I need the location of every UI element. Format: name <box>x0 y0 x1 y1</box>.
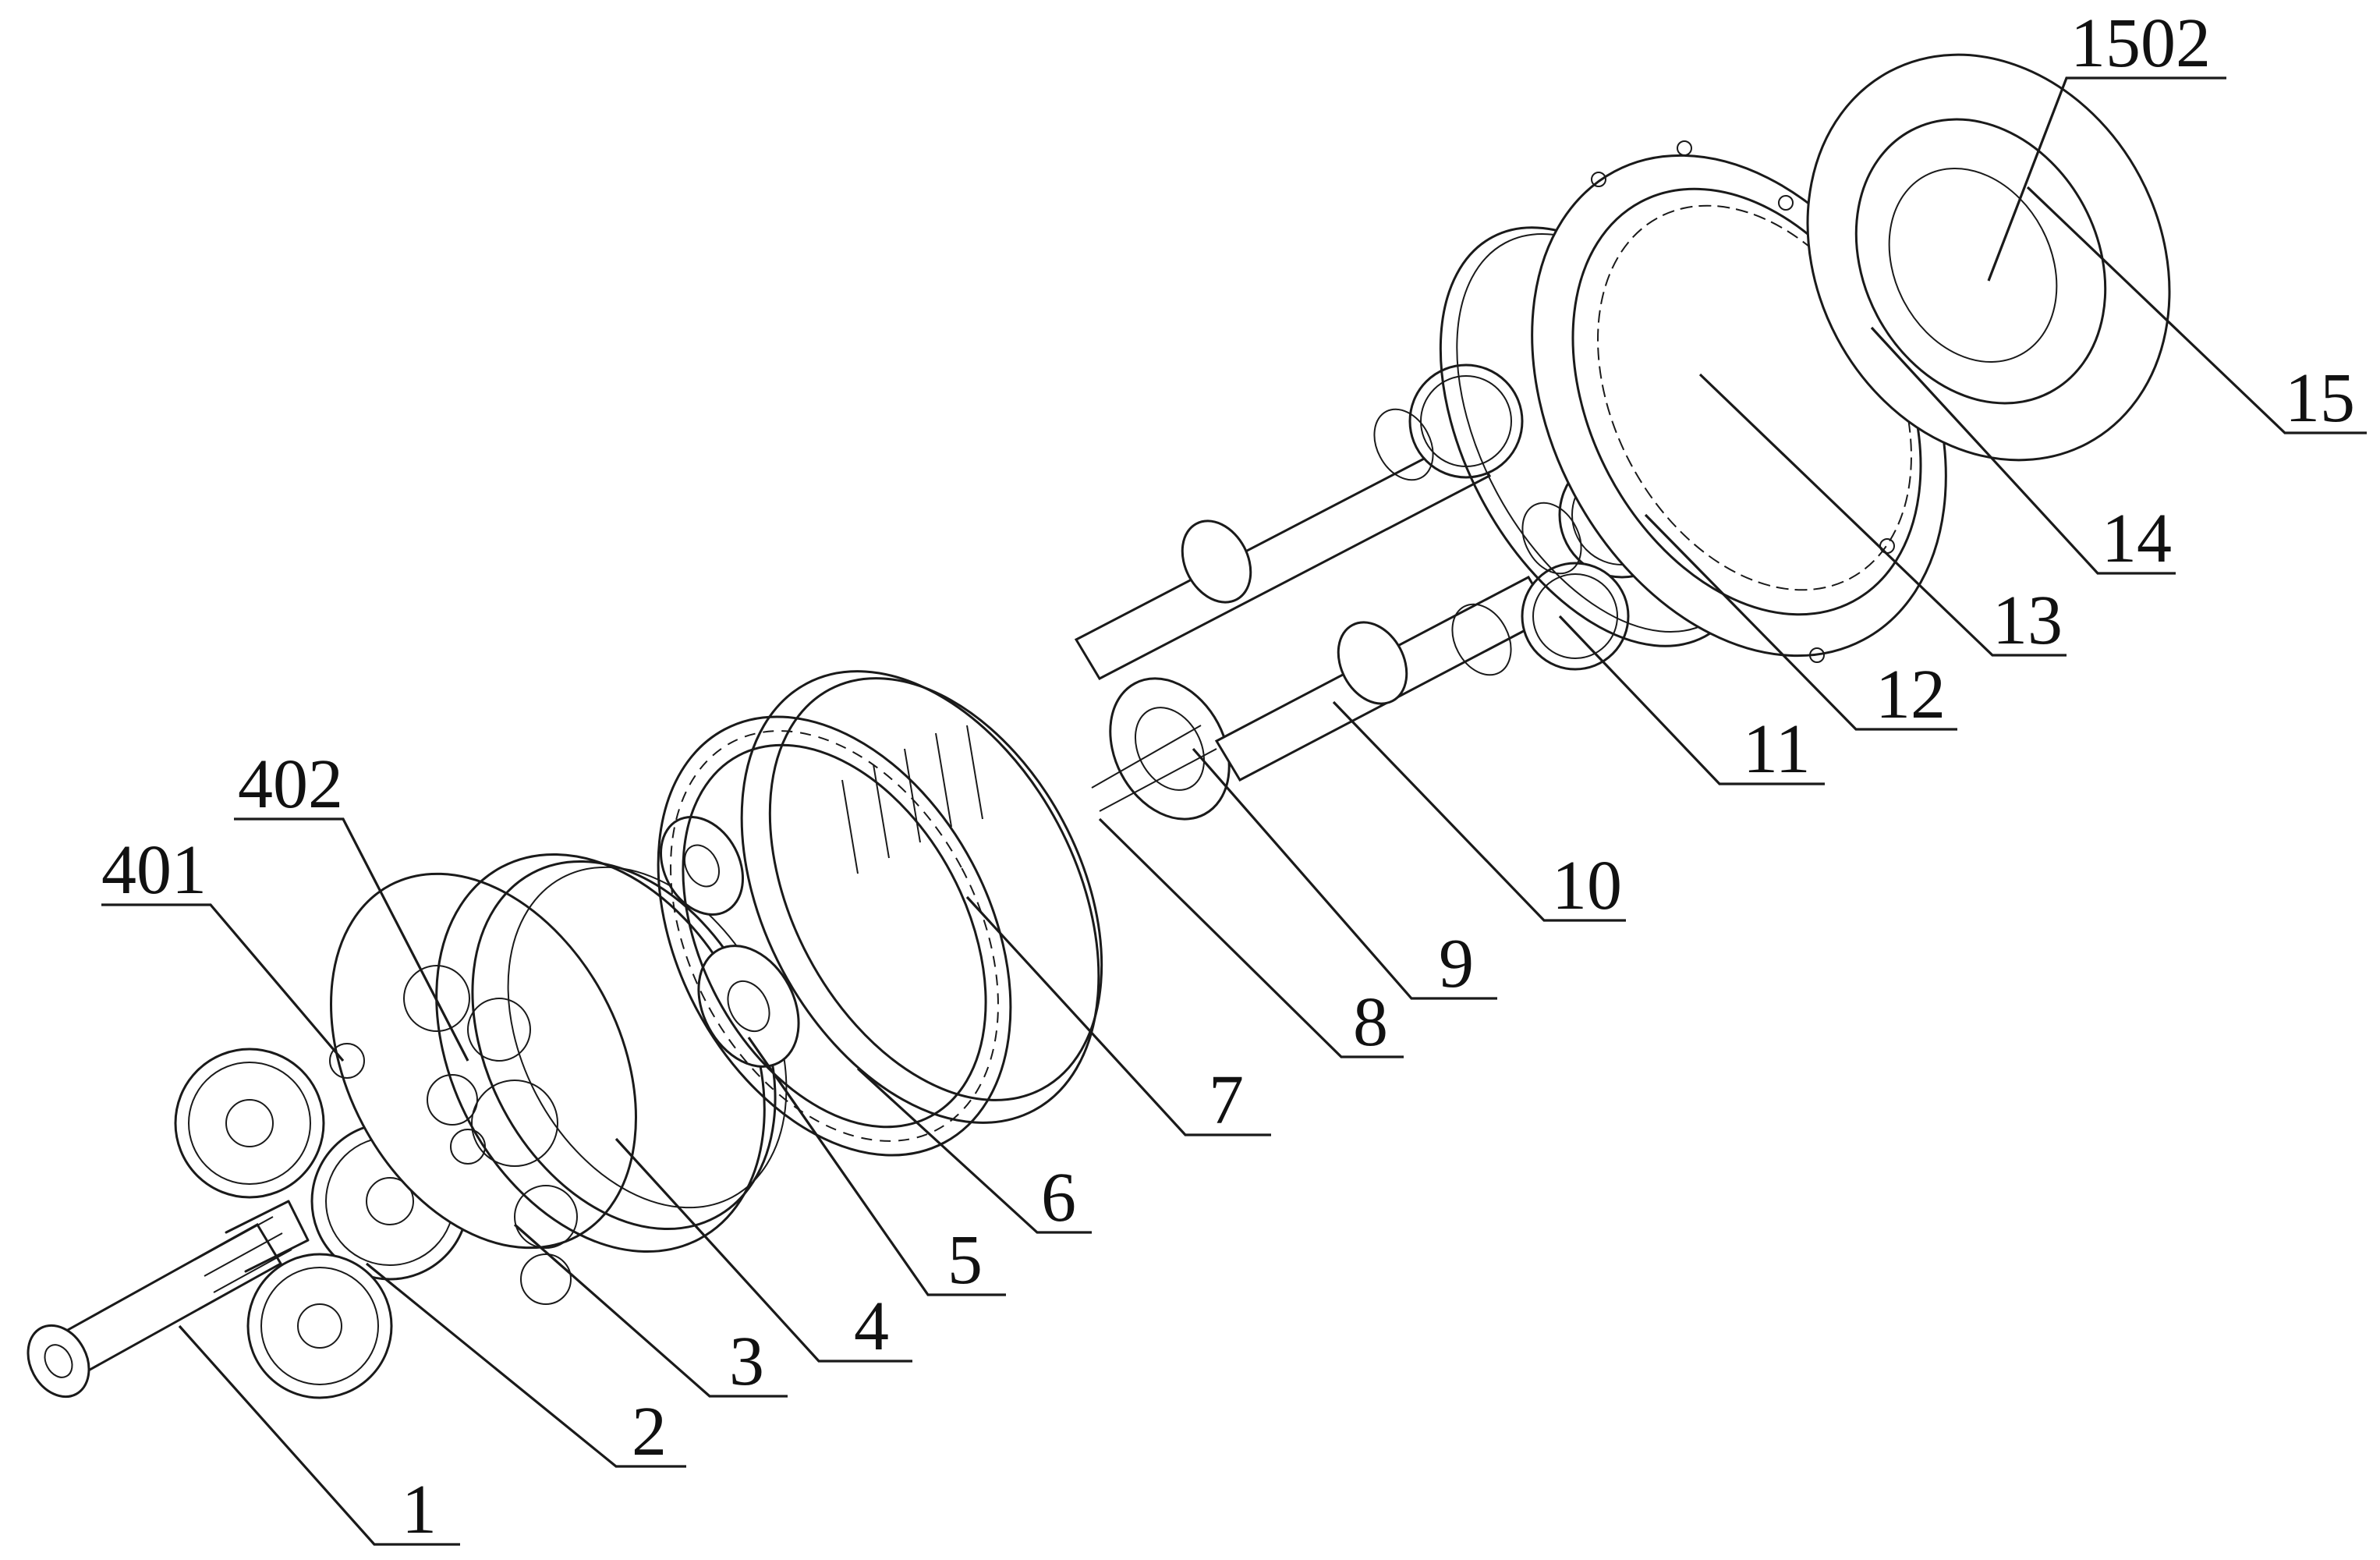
callout-13: 13 <box>1992 582 2063 659</box>
callout-10: 10 <box>1552 847 1622 924</box>
callout-401: 401 <box>101 831 207 909</box>
callout-6: 6 <box>1041 1159 1076 1236</box>
callout-12: 12 <box>1875 656 1946 733</box>
callout-4: 4 <box>854 1288 889 1365</box>
callout-8: 8 <box>1353 984 1388 1061</box>
callout-1: 1 <box>402 1471 437 1548</box>
callout-9: 9 <box>1439 925 1474 1002</box>
callout-402: 402 <box>238 746 343 823</box>
callout-labels: 1 2 3 4 401 402 5 6 7 8 9 10 11 12 13 14… <box>101 5 2355 1548</box>
part-1-input-shaft <box>27 1200 310 1399</box>
part-8-needle-bearing <box>1091 677 1231 821</box>
leader-lines <box>101 76 2367 1546</box>
part-15-end-cover <box>1806 53 2171 462</box>
callout-5: 5 <box>947 1221 983 1299</box>
part-5-sun-gear <box>659 816 800 1068</box>
callout-11: 11 <box>1743 711 1811 788</box>
callout-1502: 1502 <box>2070 5 2211 82</box>
callout-7: 7 <box>1209 1062 1244 1139</box>
callout-3: 3 <box>729 1323 764 1400</box>
part-6-bearing <box>657 715 1012 1157</box>
callout-15: 15 <box>2285 360 2355 437</box>
part-2-planet-gears <box>174 1048 469 1399</box>
callout-14: 14 <box>2102 500 2172 577</box>
callout-2: 2 <box>632 1393 667 1470</box>
part-7-second-ring <box>740 670 1103 1124</box>
